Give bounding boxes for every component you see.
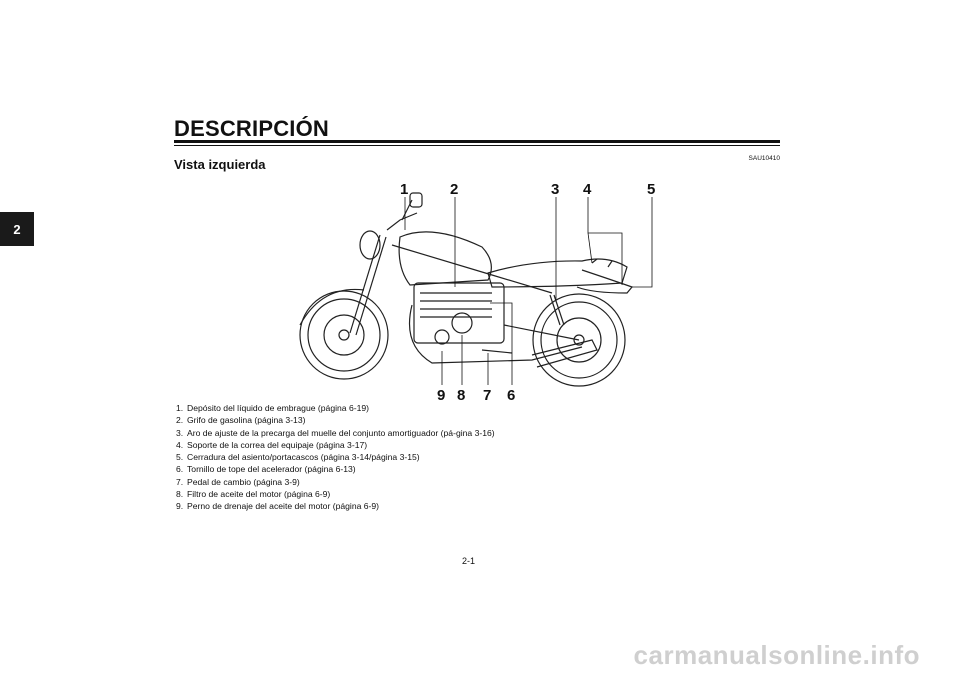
callout-7: 7 xyxy=(483,387,491,404)
callout-9: 9 xyxy=(437,387,445,404)
list-item-number: 3. xyxy=(176,427,184,438)
callout-6: 6 xyxy=(507,387,515,404)
list-item: 7.Pedal de cambio (página 3-9) xyxy=(176,476,496,488)
list-item-number: 5. xyxy=(176,452,184,463)
list-item: 2.Grifo de gasolina (página 3-13) xyxy=(176,414,496,426)
title-rule-thick xyxy=(174,140,780,143)
list-item-text: Depósito del líquido de embrague (página… xyxy=(187,403,370,413)
headlight xyxy=(359,230,381,260)
list-item: 9.Perno de drenaje del aceite del motor … xyxy=(176,500,496,512)
list-item-text: Cerradura del asiento/portacascos (págin… xyxy=(187,452,420,463)
callout-3: 3 xyxy=(551,181,559,198)
list-item-text: Filtro de aceite del motor (página 6-9) xyxy=(187,489,331,500)
front-wheel xyxy=(299,290,389,380)
list-item-text: Aro de ajuste de la precarga del muelle … xyxy=(187,427,495,438)
watermark[interactable]: carmanualsonline.info xyxy=(633,640,920,670)
list-item-number: 1. xyxy=(176,403,184,413)
list-item: 4.Soporte de la correa del equipaje (pág… xyxy=(176,439,496,451)
callout-1: 1 xyxy=(400,181,408,198)
list-item-text: Soporte de la correa del equipaje (págin… xyxy=(187,439,368,450)
list-item: 5.Cerradura del asiento/portacascos (pág… xyxy=(176,451,496,463)
fuel-tank xyxy=(398,231,492,286)
list-item-number: 6. xyxy=(176,464,184,475)
list-item-number: 7. xyxy=(176,476,184,487)
chapter-tab: 2 xyxy=(0,212,34,246)
list-item-number: 4. xyxy=(176,439,184,450)
callout-8: 8 xyxy=(457,387,465,404)
list-item-number: 9. xyxy=(176,501,184,512)
callout-4: 4 xyxy=(583,181,592,198)
rear-wheel xyxy=(532,293,626,387)
page-title: DESCRIPCIÓN xyxy=(174,116,329,141)
list-item: 6.Tornillo de tope del acelerador (págin… xyxy=(176,463,496,475)
list-item-number: 8. xyxy=(176,489,184,500)
exhaust xyxy=(408,304,583,364)
chapter-tab-number: 2 xyxy=(13,221,21,237)
callout-5: 5 xyxy=(647,181,655,198)
list-item: 8.Filtro de aceite del motor (página 6-9… xyxy=(176,488,496,500)
list-item-text: Grifo de gasolina (página 3-13) xyxy=(187,415,306,426)
page-number: 2-1 xyxy=(462,556,476,566)
section-heading: Vista izquierda xyxy=(174,157,266,172)
title-rule-thin xyxy=(174,145,780,146)
parts-legend-list: 1.Depósito del líquido de embrague (pági… xyxy=(176,402,496,513)
list-item-text: Perno de drenaje del aceite del motor (p… xyxy=(187,501,380,512)
list-item: 3.Aro de ajuste de la precarga del muell… xyxy=(176,427,496,439)
list-item-number: 2. xyxy=(176,415,184,426)
seat xyxy=(487,258,628,288)
engine xyxy=(413,282,505,344)
list-item: 1.Depósito del líquido de embrague (pági… xyxy=(176,402,496,414)
motorcycle-left-view-illustration: 1 2 3 4 5 6 7 8 9 xyxy=(299,181,655,404)
callout-2: 2 xyxy=(450,181,458,198)
list-item-text: Pedal de cambio (página 3-9) xyxy=(187,476,300,487)
document-code: SAU10410 xyxy=(748,155,780,162)
list-item-text: Tornillo de tope del acelerador (página … xyxy=(187,464,356,475)
